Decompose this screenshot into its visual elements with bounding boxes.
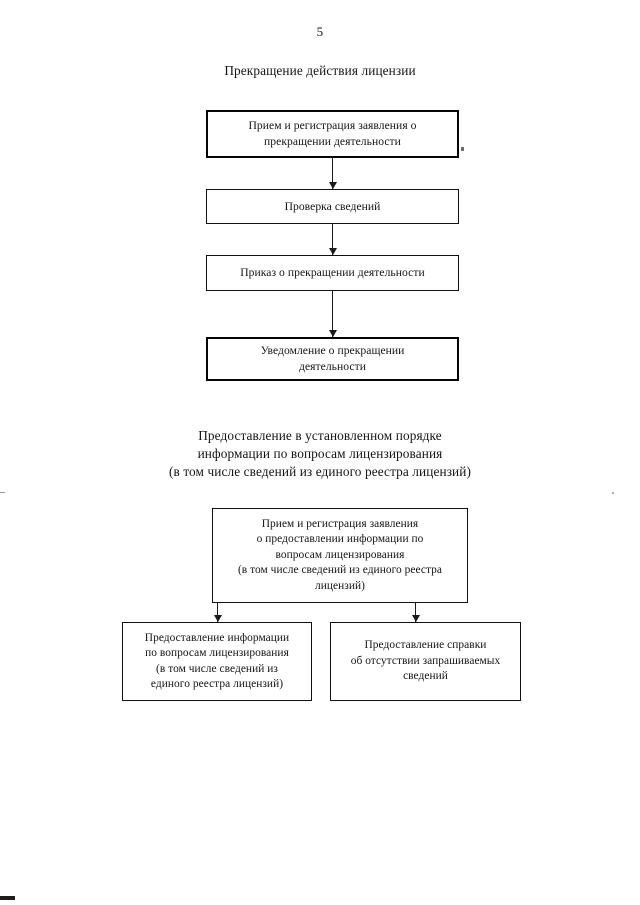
scan-artifact-edge-right [612, 492, 614, 494]
flow-box-text: Предоставление информации по вопросам ли… [144, 631, 290, 691]
connector-stem [332, 158, 333, 189]
arrowhead-icon [411, 615, 420, 622]
connector-stem [217, 603, 218, 622]
arrowhead-icon [328, 248, 337, 255]
flow-box-order-termination: Приказ о прекращении деятельности [206, 255, 459, 291]
flow-box-provide-absence-certificate: Предоставление справки об отсутствии зап… [330, 622, 521, 701]
flow-box-text: Прием и регистрация заявления о прекраще… [248, 119, 417, 148]
flow-box-intake-termination: Прием и регистрация заявления о прекраще… [206, 110, 459, 158]
diagram-2-title: Предоставление в установленном порядке и… [0, 427, 640, 481]
flow-box-text: Предоставление справки об отсутствии зап… [350, 639, 501, 683]
scan-artifact-dot [461, 147, 464, 151]
page-number: 5 [316, 24, 324, 39]
connector-stem [415, 603, 416, 622]
flow-box-verification: Проверка сведений [206, 189, 459, 224]
diagram-2-title-line-3: (в том числе сведений из единого реестра… [168, 464, 472, 480]
diagram-1-title: Прекращение действия лицензии [0, 62, 640, 80]
flow-box-intake-information-request: Прием и регистрация заявления о предоста… [212, 508, 468, 603]
arrowhead-icon [213, 615, 222, 622]
diagram-2-title-line-2: информации по вопросам лицензирования [197, 446, 443, 462]
diagram-1-title-line: Прекращение действия лицензии [224, 63, 416, 78]
flow-box-notification-termination: Уведомление о прекращении деятельности [206, 337, 459, 381]
flow-box-text: Проверка сведений [284, 199, 381, 213]
connector-stem [332, 224, 333, 255]
flow-box-text: Уведомление о прекращении деятельности [260, 344, 405, 373]
scan-artifact-edge-left [0, 492, 5, 493]
scan-artifact-bottom-left [0, 896, 15, 900]
flow-box-text: Приказ о прекращении деятельности [240, 266, 425, 280]
diagram-2-title-line-1: Предоставление в установленном порядке [198, 428, 442, 443]
connector-stem [332, 291, 333, 337]
flow-box-provide-information: Предоставление информации по вопросам ли… [122, 622, 312, 701]
arrowhead-icon [328, 330, 337, 337]
arrowhead-icon [328, 182, 337, 189]
flow-box-text: Прием и регистрация заявления о предоста… [237, 517, 443, 592]
